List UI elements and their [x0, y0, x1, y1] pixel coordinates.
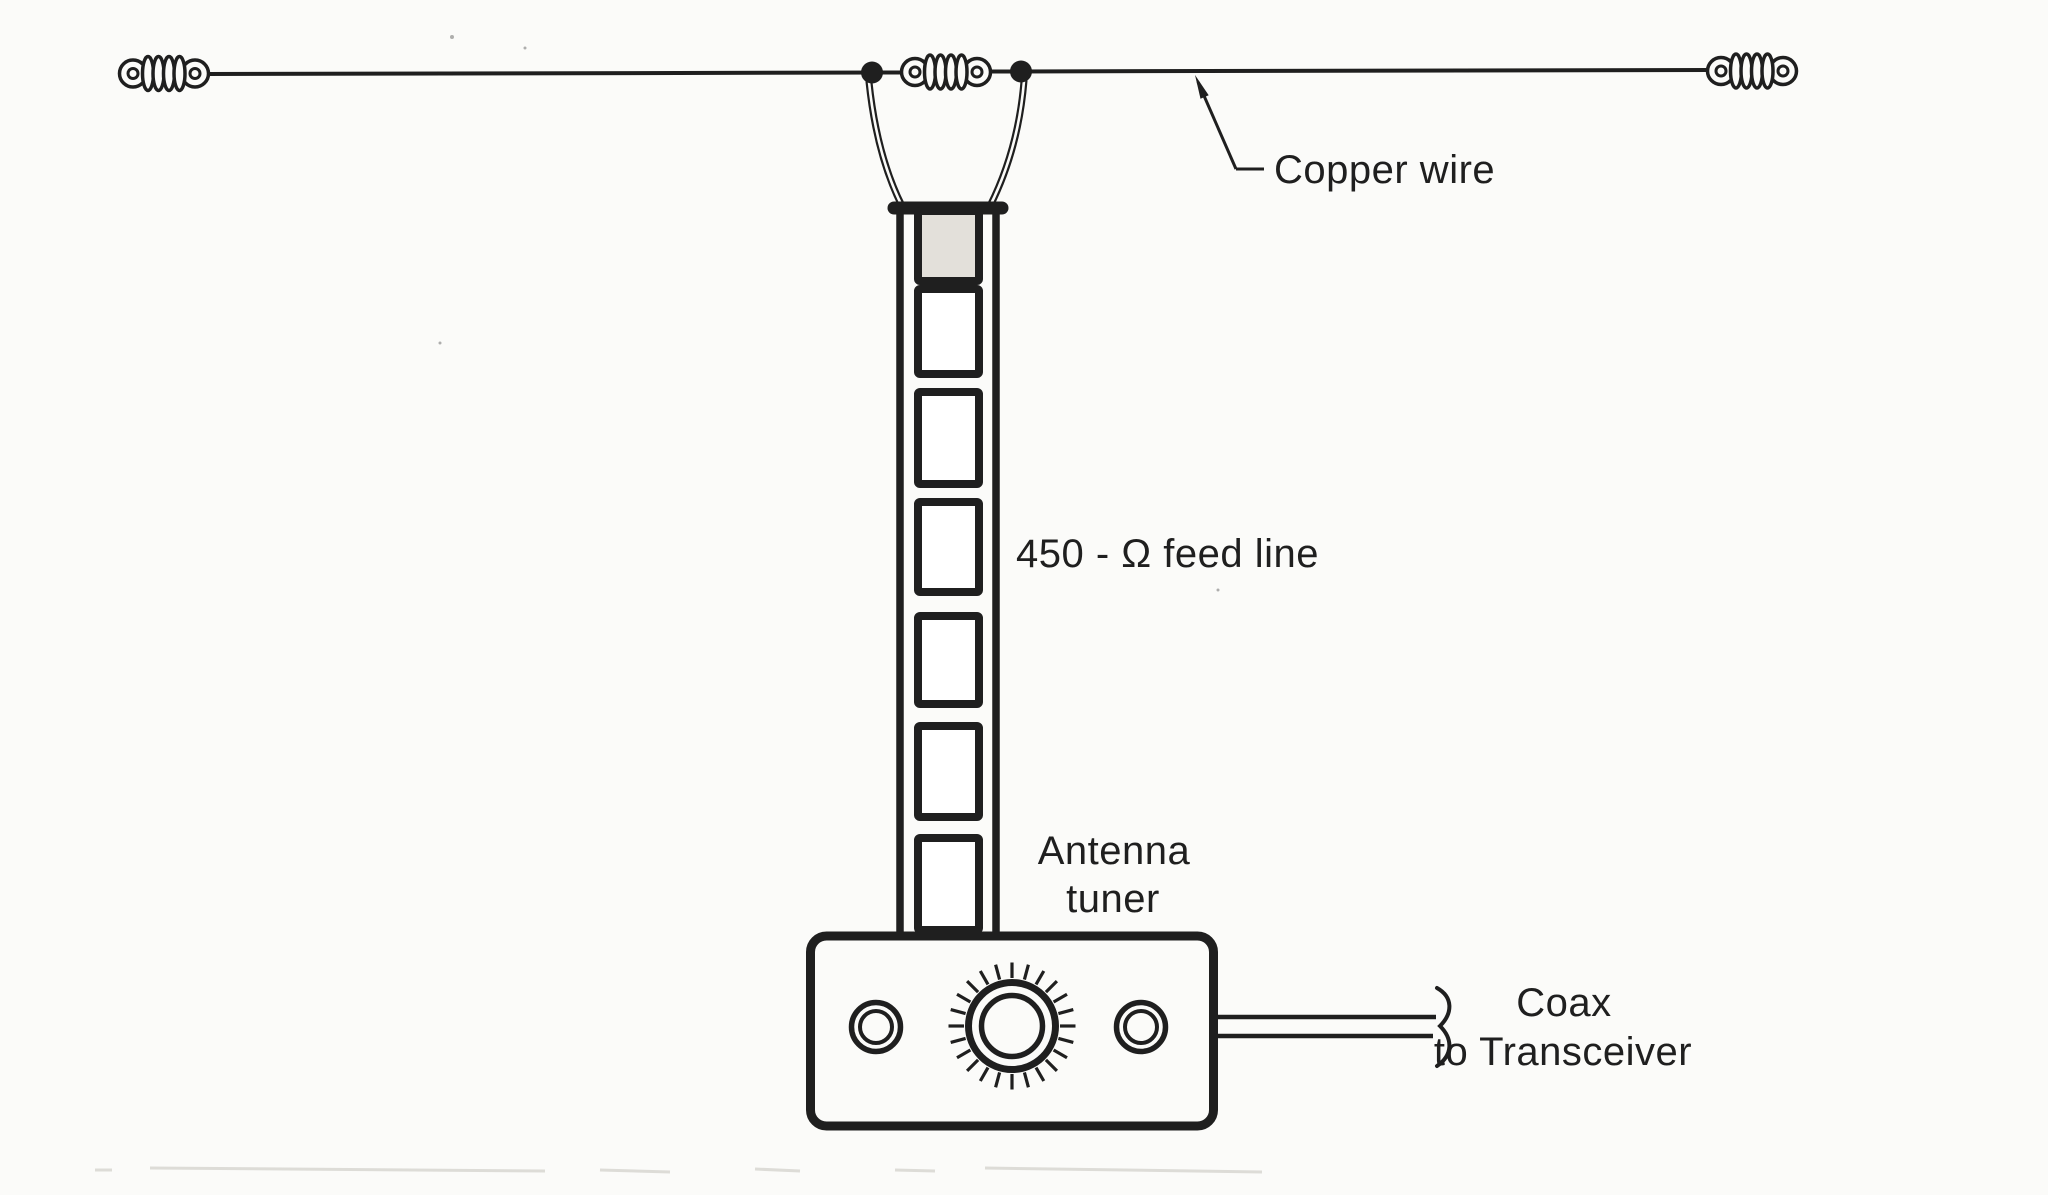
knob-tick — [994, 964, 1002, 981]
tuner-main-dial-inner — [978, 992, 1046, 1060]
ladder-window — [914, 285, 983, 378]
knob-tick — [978, 1066, 990, 1082]
ladder-feed-line — [887, 201, 1009, 934]
knob-tick — [1034, 970, 1046, 986]
right-end-insulator-icon — [1705, 52, 1799, 90]
copper-wire-label: Copper wire — [1274, 148, 1495, 192]
paper-speck — [438, 35, 1220, 592]
knob-tick — [1057, 1008, 1074, 1016]
dipole-wire-left — [208, 70, 904, 76]
ladder-window — [914, 498, 983, 596]
center-insulator-icon — [899, 53, 993, 91]
feedpoint-dot-right — [1010, 60, 1032, 83]
feedpoint-drop-wire-left-core — [867, 80, 904, 208]
knob-tick — [1034, 1066, 1046, 1082]
dipole-wire-right — [989, 68, 1710, 74]
knob-tick — [1022, 1071, 1030, 1088]
coax-label-line1: Coax — [1516, 981, 1611, 1025]
antenna-tuner-label-line2: tuner — [1066, 877, 1160, 921]
knob-tick — [1044, 979, 1059, 994]
tuner-right-knob-inner — [1123, 1009, 1159, 1045]
knob-ticks — [948, 962, 1076, 1090]
cropped-caption-remnant — [95, 1166, 1263, 1174]
coax-label-line2: to Transceiver — [1434, 1030, 1692, 1074]
ladder-window — [914, 834, 983, 934]
knob-tick — [1022, 964, 1030, 981]
feedpoint-drop-wire-right-core — [988, 79, 1026, 208]
feedpoint-drop-wire-right — [986, 77, 1028, 210]
antenna-tuner-label-line1: Antenna — [1038, 829, 1191, 873]
antenna-tuner-box — [806, 931, 1218, 1131]
knob-tick — [1052, 1048, 1068, 1060]
knob-tick — [956, 1048, 972, 1060]
knob-tick — [965, 979, 980, 994]
leader-arrowhead-icon — [1195, 75, 1209, 99]
ladder-window — [914, 722, 983, 821]
knob-tick — [965, 1058, 980, 1073]
coax-break-symbol — [1435, 986, 1452, 1068]
ladder-window — [914, 612, 983, 708]
tuner-left-knob-inner — [858, 1009, 894, 1045]
feedpoint-dot-left — [861, 61, 883, 84]
knob-tick — [1057, 1036, 1074, 1044]
knob-tick — [978, 970, 990, 986]
knob-tick — [950, 1036, 967, 1044]
left-end-insulator-icon — [117, 54, 211, 93]
ladder-window — [914, 388, 983, 488]
ladder-window — [914, 207, 983, 285]
feed-line-label: 450 - Ω feed line — [1016, 532, 1319, 576]
knob-tick — [956, 992, 972, 1004]
feedpoint-drop-wire-left — [865, 78, 906, 210]
knob-tick — [1052, 992, 1068, 1004]
knob-tick — [994, 1071, 1002, 1088]
knob-tick — [1044, 1058, 1059, 1073]
knob-tick — [950, 1008, 967, 1016]
